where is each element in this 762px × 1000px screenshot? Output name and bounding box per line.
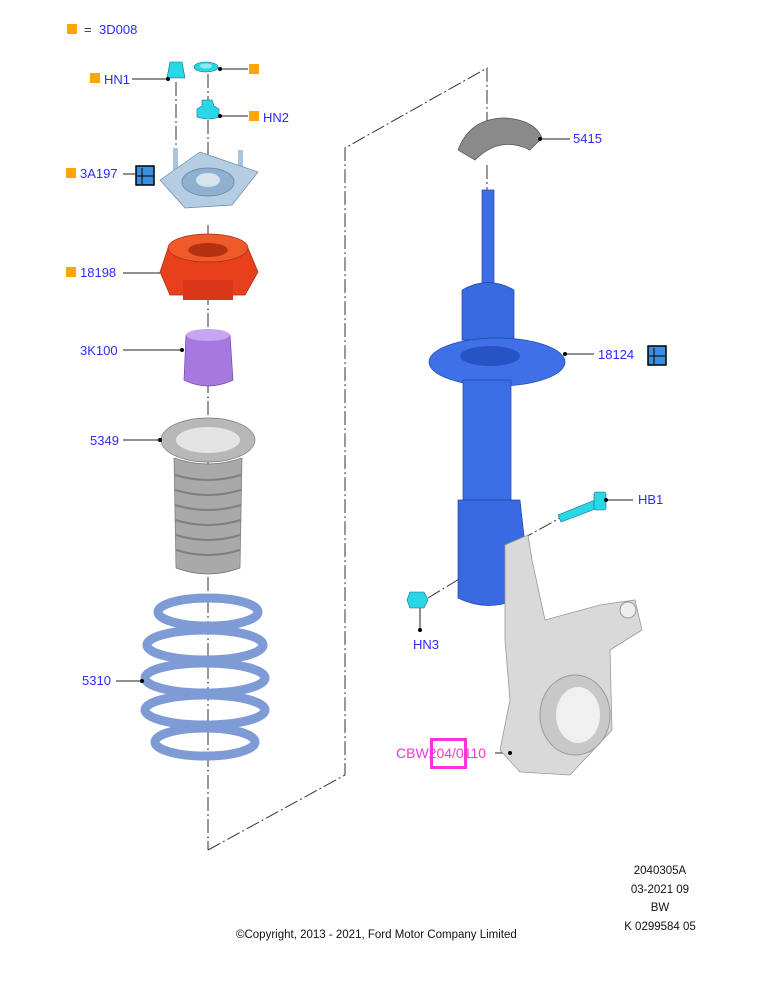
washer — [193, 61, 222, 73]
reference-code[interactable]: CBW204/0110 — [396, 745, 486, 761]
coil-spring — [140, 593, 270, 761]
copyright-text: ©Copyright, 2013 - 2021, Ford Motor Comp… — [236, 929, 517, 941]
3a197-document-icon — [135, 165, 155, 186]
reference-prefix: CBW — [396, 745, 429, 761]
drawing-date: 03-2021 09 — [630, 883, 690, 896]
callout-5349[interactable]: 5349 — [90, 433, 119, 448]
hn1-marker-icon — [90, 73, 100, 83]
drawing-code: K 0299584 05 — [624, 920, 696, 933]
18198-marker-icon — [66, 267, 76, 277]
callout-18124[interactable]: 18124 — [598, 347, 635, 362]
hn2-marker-icon — [249, 111, 259, 121]
3a197-marker-icon — [66, 168, 76, 178]
hn2-nut — [196, 99, 222, 120]
callout-hn1[interactable]: HN1 — [104, 72, 131, 87]
bump-stop — [180, 329, 234, 387]
shock-absorber-strut — [428, 189, 567, 606]
legend-marker-icon — [67, 24, 77, 34]
hb1-bolt — [557, 491, 608, 523]
hn1-nut — [166, 61, 186, 81]
callout-5415[interactable]: 5415 — [573, 131, 602, 146]
dust-boot — [158, 417, 256, 575]
drawing-info: 2040305A 03-2021 09 BW K 0299584 05 — [590, 862, 730, 936]
steering-knuckle — [499, 534, 643, 776]
legend-equals: = — [84, 22, 92, 37]
legend-code[interactable]: 3D008 — [99, 22, 138, 37]
washer-marker-icon — [249, 64, 259, 74]
upper-insulator — [457, 117, 543, 161]
top-mount — [159, 148, 259, 209]
callout-hn3[interactable]: HN3 — [413, 637, 440, 652]
reference-boxed: 204 — [428, 745, 453, 761]
callout-18198[interactable]: 18198 — [80, 265, 117, 280]
hn3-nut — [406, 591, 429, 632]
drawing-number: 2040305A — [633, 865, 687, 877]
callout-3k100[interactable]: 3K100 — [80, 343, 118, 358]
callout-hb1[interactable]: HB1 — [638, 492, 664, 507]
spring-seat-upper — [159, 233, 259, 300]
18124-document-icon — [647, 345, 667, 366]
drawing-author: BW — [650, 902, 670, 914]
reference-suffix: /0110 — [452, 745, 487, 761]
callout-5310[interactable]: 5310 — [82, 673, 111, 688]
reference-highlight-box — [430, 738, 467, 769]
callout-3a197[interactable]: 3A197 — [80, 166, 118, 181]
callout-hn2[interactable]: HN2 — [263, 110, 290, 125]
